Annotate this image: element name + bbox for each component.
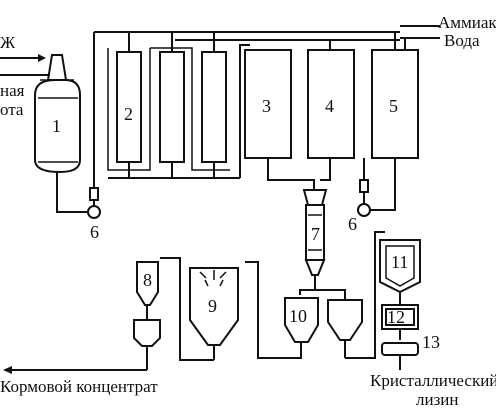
number-12: 12 — [387, 307, 405, 327]
line-1-to-pump — [56, 185, 88, 213]
line-7-split — [299, 289, 346, 300]
dryer-7 — [302, 189, 328, 290]
centrifuge-12 — [381, 304, 419, 340]
label-lysine: лизин — [416, 390, 459, 409]
column-bypass-b — [150, 47, 230, 171]
label-crystalline: Кристаллический — [370, 371, 496, 390]
tank-8 — [133, 261, 161, 370]
line-to-11 — [345, 231, 385, 359]
number-1: 1 — [52, 116, 61, 136]
number-9: 9 — [208, 296, 217, 316]
number-10: 10 — [289, 306, 307, 326]
line-9-to-8 — [160, 257, 214, 361]
label-ammonia: Аммиак — [438, 13, 496, 32]
number-3: 3 — [262, 96, 271, 116]
label-feed-concentrate: Кормовой концентрат — [0, 377, 158, 396]
column-bypass-a — [107, 48, 151, 171]
column-2c — [201, 32, 227, 178]
column-2b — [159, 32, 185, 178]
spray-dryer-9 — [189, 267, 239, 360]
vessel-5 — [371, 32, 419, 159]
label-water: Вода — [444, 31, 480, 50]
hopper-10 — [284, 297, 319, 355]
pump-6-right — [357, 158, 396, 217]
column-2a — [116, 32, 142, 178]
line-10-to-9 — [245, 261, 302, 359]
dryer-13 — [381, 342, 419, 370]
evaporator-3 — [244, 49, 292, 159]
label-clipped-top: Ж — [0, 33, 16, 52]
line-to-3 — [239, 44, 250, 178]
number-13: 13 — [422, 332, 440, 352]
crystallizer-11 — [379, 239, 421, 305]
number-7: 7 — [311, 224, 320, 244]
line-4-to-7 — [320, 158, 331, 181]
line-3-to-7 — [267, 158, 315, 190]
number-6-right: 6 — [348, 214, 357, 234]
hopper-10b — [327, 299, 363, 358]
number-6-left: 6 — [90, 222, 99, 242]
number-5: 5 — [389, 96, 398, 116]
label-clipped-1: ная — [0, 81, 25, 100]
number-8: 8 — [143, 270, 152, 290]
number-11: 11 — [391, 252, 408, 272]
label-clipped-2: ота — [0, 100, 24, 119]
inlet-lines — [0, 54, 50, 76]
fermenter-1 — [34, 54, 81, 185]
number-2: 2 — [124, 104, 133, 124]
number-4: 4 — [325, 96, 334, 116]
